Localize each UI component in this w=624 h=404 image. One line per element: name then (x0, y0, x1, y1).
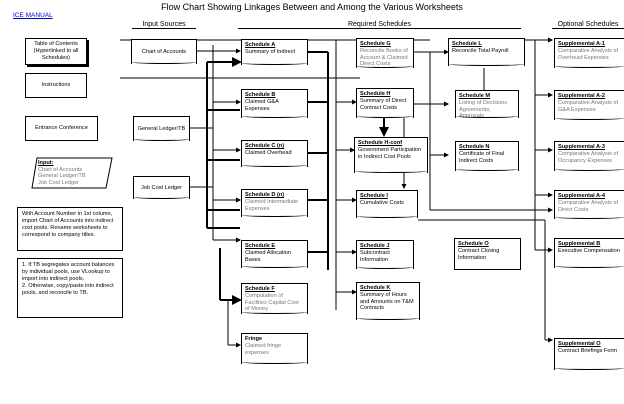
parallelogram-shape (31, 157, 113, 189)
supplemental-a3-box[interactable]: Supplemental A-3 Comparative Analysis of… (554, 141, 624, 171)
schedule-h-box[interactable]: Schedule H Summary of Direct Contract Co… (356, 88, 414, 118)
supplemental-a3-head: Supplemental A-3 (558, 144, 606, 150)
input-label: Input: (38, 160, 54, 166)
schedule-f-head: Schedule F (245, 286, 275, 292)
schedule-k-head: Schedule K (360, 285, 391, 291)
schedule-f-desc: Computation of Facilities Capital Cost o… (245, 292, 299, 313)
job-cost-ledger-source[interactable]: Job Cost Ledger (133, 176, 190, 199)
schedule-o-name: Contract Closing Information (458, 247, 500, 261)
schedule-g-desc: Reconcile Books of Account & Claimed Dir… (360, 47, 408, 68)
schedule-l-head: Schedule L (452, 41, 482, 47)
supplemental-a4-box[interactable]: Supplemental A-4 Comparative Analysis of… (554, 190, 624, 219)
chart-of-accounts-label: Chart of Accounts (141, 48, 187, 55)
supplemental-a4-desc: Comparative Analysis of Direct Costs (558, 199, 619, 213)
schedule-d-box[interactable]: Schedule D (n) Claimed Intermediate Expe… (241, 189, 308, 217)
schedule-h-name: Summary of Direct Contract Costs (360, 97, 407, 111)
supplemental-a3-desc: Comparative Analysis of Occupancy Expens… (558, 150, 619, 164)
schedule-n-box[interactable]: Schedule N Certificate of Final Indirect… (455, 141, 519, 171)
input-item-general-ledger: General Ledger/TB (38, 173, 86, 180)
supplemental-a1-head: Supplemental A-1 (558, 41, 606, 47)
supplemental-o-box[interactable]: Supplemental O Contract Briefings Form (554, 338, 624, 370)
schedule-e-box[interactable]: Schedule E Claimed Allocation Bases (241, 240, 308, 268)
schedule-c-box[interactable]: Schedule C (n) Claimed Overhead (241, 140, 308, 167)
supplemental-a2-desc: Comparative Analysis of G&A Expenses (558, 99, 619, 113)
supplemental-b-box[interactable]: Supplemental B Executive Compensation (554, 238, 624, 268)
schedule-d-head: Schedule D (n) (245, 192, 285, 198)
schedule-l-box[interactable]: Schedule L Reconcile Total Payroll (448, 38, 525, 66)
fringe-box[interactable]: Fringe Claimed fringe expenses (241, 333, 308, 364)
supplemental-a1-desc: Comparative Analysis of Overhead Expense… (558, 47, 619, 61)
schedule-n-name: Certificate of Final Indirect Costs (459, 150, 505, 164)
ice-manual-link[interactable]: ICE MANUAL (13, 12, 53, 19)
schedule-h-conf-box[interactable]: Schedule H-conf Government Participation… (354, 137, 428, 173)
toc-label: Table of Contents (Hyperlinked to all Sc… (33, 41, 79, 61)
schedule-b-name: Claimed G&A Expenses (245, 98, 279, 112)
supplemental-a1-box[interactable]: Supplemental A-1 Comparative Analysis of… (554, 38, 624, 68)
section-required-schedules: Required Schedules (238, 21, 521, 29)
schedule-e-name: Claimed Allocation Bases (245, 249, 292, 263)
fringe-head: Fringe (245, 336, 263, 342)
schedule-a-name: Summary of Indirect (245, 48, 296, 55)
supplemental-a2-head: Supplemental A-2 (558, 93, 606, 99)
job-cost-ledger-label: Job Cost Ledger (140, 184, 183, 191)
instructions-label: Instructions (41, 82, 71, 89)
schedule-b-head: Schedule B (245, 92, 276, 98)
supplemental-o-desc: Contract Briefings Form (558, 347, 618, 354)
schedule-c-name: Claimed Overhead (245, 149, 292, 156)
schedule-i-name: Cumulative Costs (360, 199, 404, 206)
import-note-2: 1. If TB segregates account balances by … (17, 258, 123, 318)
entrance-conference-label: Entrance Conference (35, 125, 88, 132)
section-input-sources: Input Sources (132, 21, 196, 29)
schedule-e-head: Schedule E (245, 243, 276, 249)
chart-of-accounts-source[interactable]: Chart of Accounts (131, 39, 197, 64)
table-of-contents-box[interactable]: Table of Contents (Hyperlinked to all Sc… (25, 38, 87, 65)
schedule-l-name: Reconcile Total Payroll (452, 47, 509, 54)
schedule-o-box[interactable]: Schedule O Contract Closing Information (454, 238, 521, 270)
schedule-i-head: Schedule I (360, 193, 388, 199)
schedule-k-name: Summary of Hours and Amounts on T&M Cont… (360, 291, 414, 312)
schedule-o-head: Schedule O (458, 241, 489, 247)
schedule-d-desc: Claimed Intermediate Expenses (245, 198, 299, 212)
schedule-h-conf-head: Schedule H-conf (358, 140, 403, 146)
supplemental-b-desc: Executive Compensation (558, 247, 620, 254)
schedule-i-box[interactable]: Schedule I Cumulative Costs (356, 190, 418, 218)
schedule-k-box[interactable]: Schedule K Summary of Hours and Amounts … (356, 282, 420, 320)
entrance-conference-box[interactable]: Entrance Conference (25, 116, 98, 141)
schedule-c-head: Schedule C (n) (245, 143, 285, 149)
schedule-j-box[interactable]: Schedule J Subcontract Information (356, 240, 414, 269)
section-optional-schedules: Optional Schedules (552, 21, 624, 29)
schedule-h-head: Schedule H (360, 91, 391, 97)
supplemental-a2-box[interactable]: Supplemental A-2 Comparative Analysis of… (554, 90, 624, 120)
fringe-desc: Claimed fringe expenses (245, 342, 282, 356)
input-item-chart-of-accounts: Chart of Accounts (38, 166, 83, 173)
supplemental-a4-head: Supplemental A-4 (558, 193, 606, 199)
schedule-j-name: Subcontract Information (360, 249, 390, 263)
schedule-g-head: Schedule G (360, 41, 391, 47)
input-item-job-cost-ledger: Job Cost Ledger (38, 180, 80, 187)
schedule-n-head: Schedule N (459, 144, 490, 150)
schedule-a-head: Schedule A (245, 42, 276, 48)
import-note-1: With Account Number in 1st column, impor… (17, 207, 123, 251)
supplemental-o-head: Supplemental O (558, 341, 601, 347)
schedule-g-box[interactable]: Schedule G Reconcile Books of Account & … (356, 38, 414, 68)
instructions-box[interactable]: Instructions (25, 73, 87, 98)
schedule-m-desc: Listing of Decisions Agreements, Approva… (459, 99, 508, 118)
schedule-h-conf-name: Government Participation in Indirect Cos… (358, 146, 422, 160)
schedule-b-box[interactable]: Schedule B Claimed G&A Expenses (241, 89, 308, 118)
schedule-m-box[interactable]: Schedule M Listing of Decisions Agreemen… (455, 90, 519, 118)
general-ledger-source[interactable]: General Ledger/TB (133, 116, 190, 141)
schedule-f-box[interactable]: Schedule F Computation of Facilities Cap… (241, 283, 308, 314)
general-ledger-label: General Ledger/TB (137, 125, 186, 132)
supplemental-b-head: Supplemental B (558, 241, 601, 247)
schedule-a-box[interactable]: Schedule A Summary of Indirect (241, 39, 308, 65)
page-title: Flow Chart Showing Linkages Between and … (161, 2, 463, 12)
schedule-m-head: Schedule M (459, 93, 491, 99)
schedule-j-head: Schedule J (360, 243, 390, 249)
input-parallelogram: Input: Chart of Accounts General Ledger/… (31, 157, 113, 189)
